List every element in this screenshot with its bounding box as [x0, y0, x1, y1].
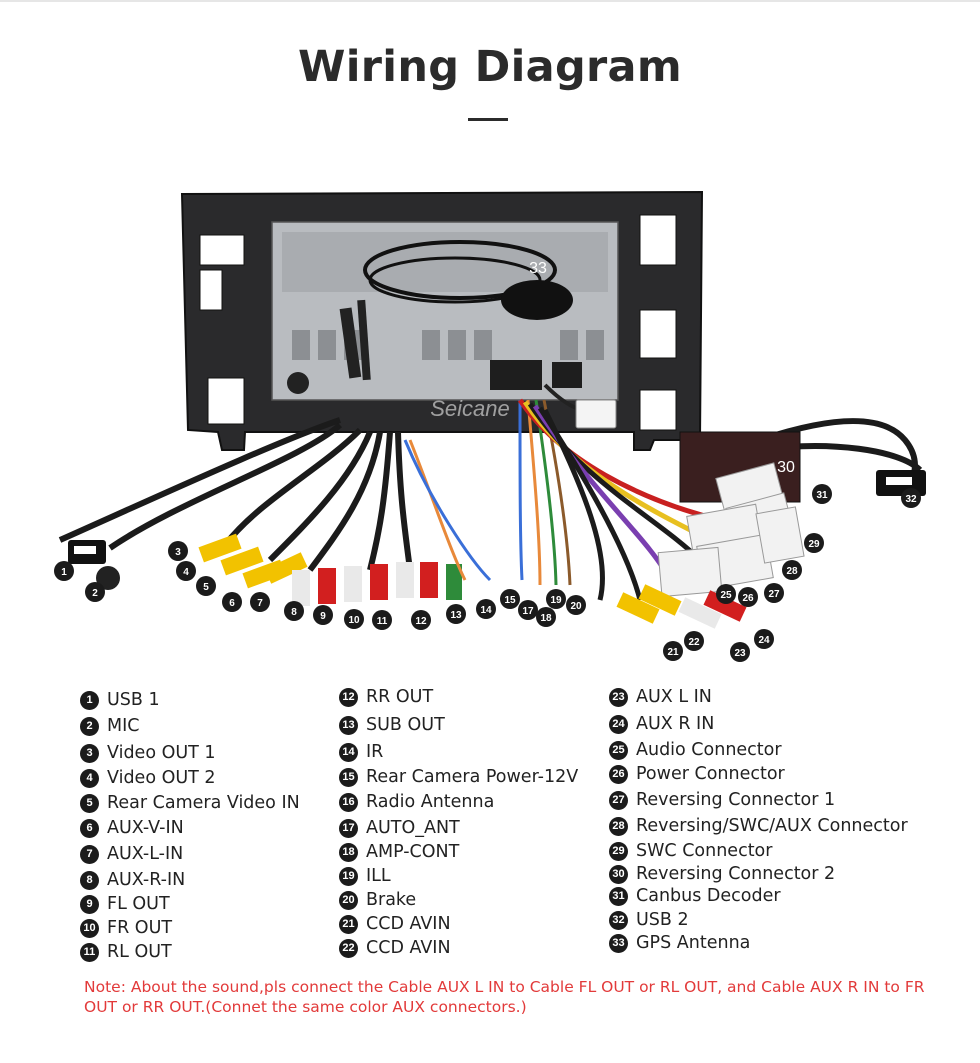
- top-divider: [0, 0, 980, 2]
- svg-text:25: 25: [720, 590, 732, 601]
- svg-text:18: 18: [540, 613, 552, 624]
- svg-text:22: 22: [688, 637, 700, 648]
- svg-text:16: 16: [655, 404, 673, 421]
- svg-text:24: 24: [758, 635, 770, 646]
- svg-text:8: 8: [291, 607, 297, 618]
- svg-text:6: 6: [229, 598, 235, 609]
- svg-text:13: 13: [450, 610, 462, 621]
- svg-text:15: 15: [504, 595, 516, 606]
- page-title: Wiring Diagram: [298, 42, 682, 92]
- svg-text:2: 2: [92, 588, 98, 599]
- radio-chassis: [271, 221, 619, 401]
- radio-antenna-connector: 16: [543, 383, 673, 429]
- svg-text:28: 28: [786, 566, 798, 577]
- svg-text:1: 1: [61, 567, 67, 578]
- svg-text:31: 31: [816, 490, 828, 501]
- mic-plug: [96, 566, 120, 590]
- rca-plugs-left: [198, 533, 462, 606]
- gps-antenna: 33: [363, 240, 573, 320]
- svg-text:12: 12: [415, 616, 427, 627]
- svg-text:26: 26: [742, 593, 754, 604]
- svg-text:10: 10: [348, 615, 360, 626]
- svg-text:4: 4: [183, 567, 189, 578]
- svg-text:20: 20: [570, 601, 582, 612]
- svg-text:3: 3: [175, 547, 181, 558]
- svg-text:29: 29: [808, 539, 820, 550]
- svg-text:14: 14: [480, 605, 492, 616]
- canbus-decoder: 30: [679, 418, 926, 503]
- note-text: Note: About the sound,pls connect the Ca…: [84, 978, 925, 1016]
- svg-text:9: 9: [320, 611, 326, 622]
- svg-text:5: 5: [203, 582, 209, 593]
- svg-text:27: 27: [768, 589, 780, 600]
- svg-text:19: 19: [550, 595, 562, 606]
- svg-text:23: 23: [734, 648, 746, 659]
- svg-text:32: 32: [905, 494, 917, 505]
- svg-text:11: 11: [377, 616, 388, 627]
- svg-text:17: 17: [522, 606, 534, 617]
- title-underline: [468, 118, 508, 121]
- svg-text:33: 33: [529, 260, 547, 277]
- white-connectors: [657, 462, 805, 598]
- product-photo: 33 16: [54, 190, 926, 662]
- left-cables: [58, 417, 413, 572]
- svg-text:7: 7: [257, 598, 263, 609]
- rca-plugs-right: [616, 584, 747, 629]
- watermark: Seicane: [430, 396, 510, 421]
- svg-text:21: 21: [667, 647, 679, 658]
- harness-right: [517, 398, 721, 601]
- svg-text:30: 30: [777, 459, 795, 476]
